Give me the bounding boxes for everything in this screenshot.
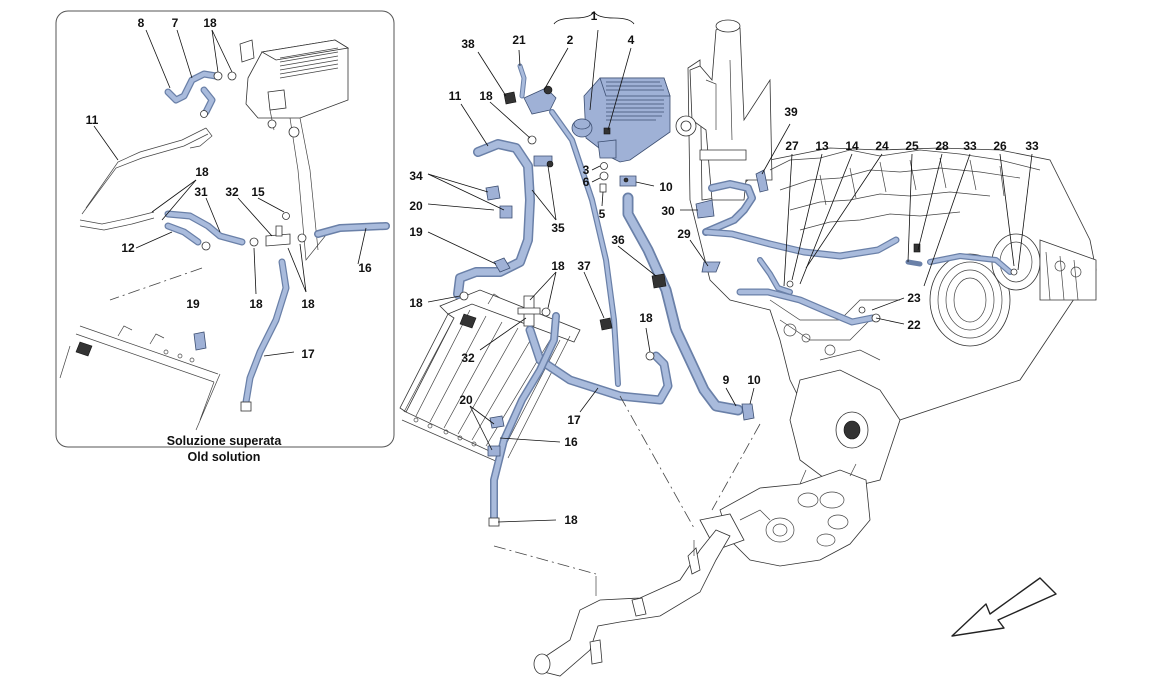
callout-10: 10 <box>659 180 673 194</box>
engine-block <box>675 19 1097 491</box>
callout-19: 19 <box>186 297 200 311</box>
callout-18: 18 <box>195 165 209 179</box>
callout-24: 24 <box>875 139 889 153</box>
callout-18: 18 <box>301 297 315 311</box>
callout-18: 18 <box>639 311 653 325</box>
callout-28: 28 <box>935 139 949 153</box>
callout-36: 36 <box>611 233 625 247</box>
callout-20: 20 <box>459 393 473 407</box>
callout-1: 1 <box>591 9 598 23</box>
callout-26: 26 <box>993 139 1007 153</box>
callout-37: 37 <box>577 259 591 273</box>
callout-18: 18 <box>409 296 423 310</box>
callout-16: 16 <box>358 261 372 275</box>
callout-11: 11 <box>449 89 462 103</box>
callout-11: 11 <box>86 113 99 127</box>
main-callouts: 1 38 21 2 4 11 18 34 35 20 19 18 32 18 3… <box>409 9 1039 527</box>
callout-21: 21 <box>512 33 526 47</box>
inset-callouts: 8 7 18 11 18 31 32 15 12 18 18 16 19 17 … <box>86 16 372 464</box>
callout-14: 14 <box>845 139 859 153</box>
lower-water-pipe <box>533 529 731 677</box>
callout-29: 29 <box>677 227 691 241</box>
callout-10: 10 <box>747 373 761 387</box>
callout-33: 33 <box>963 139 977 153</box>
callout-30: 30 <box>661 204 675 218</box>
callout-25: 25 <box>905 139 919 153</box>
callout-18: 18 <box>249 297 263 311</box>
callout-17: 17 <box>567 413 581 427</box>
callout-32: 32 <box>461 351 475 365</box>
callout-32: 32 <box>225 185 239 199</box>
callout-16: 16 <box>564 435 578 449</box>
callout-17: 17 <box>301 347 315 361</box>
callout-8: 8 <box>138 16 145 30</box>
old-solution-inset <box>55 10 395 448</box>
callout-2: 2 <box>567 33 574 47</box>
callout-7: 7 <box>172 16 179 30</box>
callout-39: 39 <box>784 105 798 119</box>
expansion-tank <box>571 77 671 163</box>
callout-22: 22 <box>907 318 921 332</box>
leader-lines <box>93 11 1033 523</box>
callout-4: 4 <box>628 33 635 47</box>
inset-pipe-11 <box>79 127 213 231</box>
callout-20: 20 <box>409 199 423 213</box>
callout-27: 27 <box>785 139 799 153</box>
callout-18: 18 <box>479 89 493 103</box>
caption-italian: Soluzione superata <box>167 434 283 448</box>
callout-6: 6 <box>583 175 590 189</box>
callout-19: 19 <box>409 225 423 239</box>
callout-18: 18 <box>203 16 217 30</box>
callout-33: 33 <box>1025 139 1039 153</box>
callout-31: 31 <box>194 185 208 199</box>
water-pump <box>699 463 871 567</box>
inset-frame <box>55 10 395 448</box>
callout-9: 9 <box>723 373 730 387</box>
callout-12: 12 <box>121 241 135 255</box>
inset-radiator-corner <box>59 325 221 431</box>
caption-english: Old solution <box>188 450 261 464</box>
callout-5: 5 <box>599 207 606 221</box>
callout-23: 23 <box>907 291 921 305</box>
callout-3: 3 <box>583 163 590 177</box>
callout-35: 35 <box>551 221 565 235</box>
callout-13: 13 <box>815 139 829 153</box>
callout-38: 38 <box>461 37 475 51</box>
inset-expansion-tank <box>239 39 350 261</box>
callout-18: 18 <box>551 259 565 273</box>
arrow-down-left-icon <box>951 577 1057 637</box>
callout-15: 15 <box>251 185 265 199</box>
callout-34: 34 <box>409 169 423 183</box>
callout-18: 18 <box>564 513 578 527</box>
